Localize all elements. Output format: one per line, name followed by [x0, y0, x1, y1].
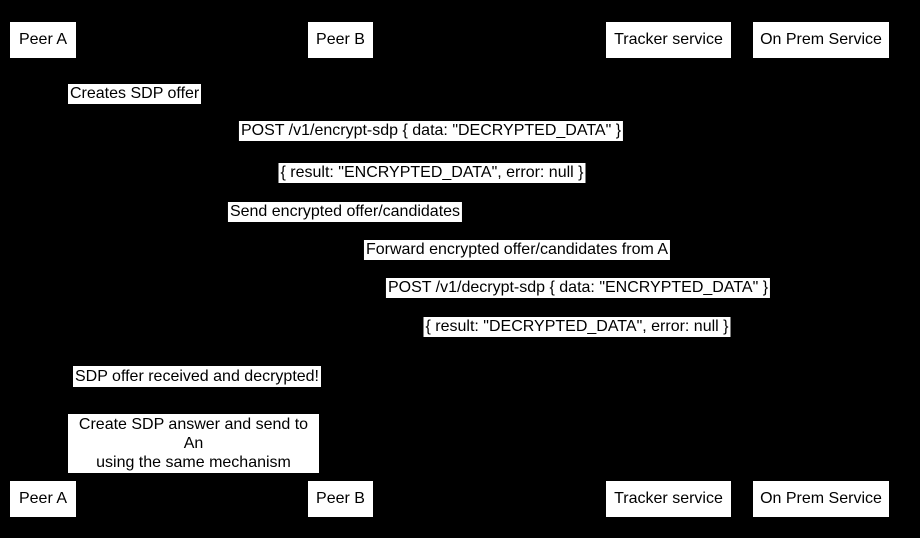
participant-label: Peer A: [18, 490, 68, 507]
message-post-encrypt-sdp: POST /v1/encrypt-sdp { data: "DECRYPTED_…: [238, 121, 624, 141]
arrow-peer-a-to-on-prem: [43, 146, 821, 147]
participant-label: Tracker service: [614, 31, 723, 48]
participant-bottom-peer-a: Peer A: [10, 481, 76, 517]
lifeline-on-prem-service: [820, 58, 821, 481]
lifeline-tracker-service: [668, 58, 669, 481]
arrow-tracker-to-peer-b: [340, 265, 668, 266]
arrow-peer-b-to-on-prem: [340, 303, 821, 304]
participant-bottom-peer-b: Peer B: [308, 481, 373, 517]
message-result-decrypted-data: { result: "DECRYPTED_DATA", error: null …: [423, 317, 731, 337]
participant-label: On Prem Service: [760, 490, 882, 507]
note-sdp-offer-received: SDP offer received and decrypted!: [73, 366, 321, 387]
participant-label: On Prem Service: [760, 31, 882, 48]
participant-top-on-prem-service: On Prem Service: [753, 22, 889, 58]
participant-top-tracker-service: Tracker service: [606, 22, 731, 58]
arrow-on-prem-to-peer-a-reply: [43, 187, 821, 188]
arrow-on-prem-to-peer-b-reply: [340, 342, 821, 343]
message-forward-encrypted-offer: Forward encrypted offer/candidates from …: [363, 240, 671, 260]
participant-label: Peer A: [18, 31, 68, 48]
note-line-2: using the same mechanism: [96, 454, 291, 471]
message-result-encrypted-data: { result: "ENCRYPTED_DATA", error: null …: [278, 163, 586, 183]
participant-label: Peer B: [316, 490, 365, 507]
lifeline-peer-b: [340, 58, 341, 481]
participant-bottom-on-prem-service: On Prem Service: [753, 481, 889, 517]
note-create-sdp-answer: Create SDP answer and send to An using t…: [68, 414, 319, 473]
arrow-peer-a-to-tracker: [43, 227, 668, 228]
participant-label: Tracker service: [614, 490, 723, 507]
note-creates-sdp-offer: Creates SDP offer: [68, 84, 202, 104]
participant-label: Peer B: [316, 31, 365, 48]
participant-top-peer-a: Peer A: [10, 22, 76, 58]
participant-top-peer-b: Peer B: [308, 22, 373, 58]
lifeline-peer-a: [42, 58, 43, 481]
participant-bottom-tracker-service: Tracker service: [606, 481, 731, 517]
message-post-decrypt-sdp: POST /v1/decrypt-sdp { data: "ENCRYPTED_…: [385, 278, 771, 298]
note-line-1: Create SDP answer and send to An: [78, 416, 309, 452]
message-send-encrypted-offer: Send encrypted offer/candidates: [227, 202, 463, 222]
